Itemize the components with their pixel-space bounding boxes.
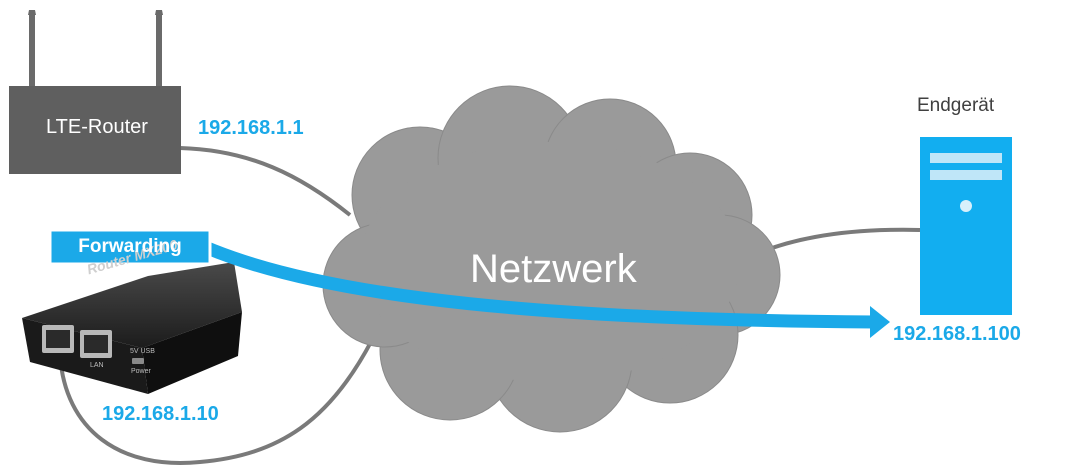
server-tower-icon bbox=[920, 137, 1012, 315]
cloud-icon bbox=[322, 85, 781, 433]
endpoint-ip: 192.168.1.100 bbox=[893, 323, 1021, 345]
forwarding-arrow bbox=[202, 241, 890, 338]
mx200-router-device bbox=[22, 262, 242, 394]
forwarding-label: Forwarding bbox=[78, 236, 182, 257]
network-label: Netzwerk bbox=[470, 247, 637, 291]
device-lan-port-label: LAN bbox=[90, 362, 104, 369]
forwarding-label-box bbox=[48, 228, 212, 266]
lte-router-label: LTE-Router bbox=[46, 116, 148, 138]
mx200-ip: 192.168.1.10 bbox=[102, 403, 219, 425]
device-power-label: Power bbox=[131, 368, 151, 375]
cable-lte-to-network bbox=[179, 146, 352, 217]
lte-router-icon bbox=[9, 10, 181, 174]
lte-router-ip: 192.168.1.1 bbox=[198, 117, 304, 139]
cable-mx200-to-network bbox=[58, 339, 374, 465]
device-usb-port-label: 5V USB bbox=[130, 348, 155, 355]
endpoint-label: Endgerät bbox=[917, 95, 995, 116]
